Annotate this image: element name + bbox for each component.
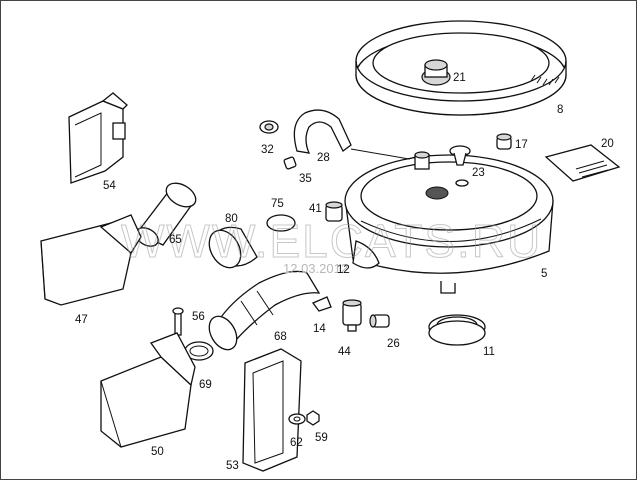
hose-80 <box>208 226 258 269</box>
callout-label: 54 <box>103 180 116 192</box>
callout-label: 69 <box>199 379 212 391</box>
cap-23 <box>449 145 471 187</box>
callout-label: 35 <box>299 173 312 185</box>
breather-hose-28 <box>293 109 416 160</box>
callout-label: 14 <box>313 323 326 335</box>
callout-label: 20 <box>601 138 614 150</box>
callout-label: 47 <box>75 314 88 326</box>
clip-14 <box>311 296 332 312</box>
callout-label: 75 <box>271 198 284 210</box>
gasket-11 <box>428 314 486 346</box>
callout-label: 32 <box>261 144 274 156</box>
washer-62 <box>288 413 306 425</box>
intake-hose-68 <box>208 270 321 351</box>
air-inlet-47 <box>40 214 142 306</box>
callout-label: 23 <box>472 167 485 179</box>
nut-59 <box>306 410 320 426</box>
nut-17 <box>496 133 512 150</box>
watermark-date: 12.03.2012 <box>283 261 348 276</box>
clamp-ring-75 <box>266 214 296 232</box>
intake-duct-65 <box>135 182 197 247</box>
callout-label: 12 <box>337 264 350 276</box>
watermark: WWW.ELCATS.RU <box>121 215 542 267</box>
resonator-50 <box>100 332 196 448</box>
callout-label: 68 <box>274 331 287 343</box>
callout-label: 11 <box>483 346 495 358</box>
bracket-54 <box>68 92 128 184</box>
callout-label: 53 <box>226 460 239 472</box>
callout-label: 80 <box>225 213 238 225</box>
valve-21 <box>421 59 451 86</box>
air-filter-element-8 <box>355 20 567 116</box>
callout-label: 44 <box>338 346 351 358</box>
sensor-41 <box>325 201 343 222</box>
callout-label: 8 <box>557 104 563 116</box>
callout-label: 5 <box>541 268 547 280</box>
clamp-32 <box>259 120 279 134</box>
fitting-26 <box>369 314 390 328</box>
air-filter-housing-5 <box>344 151 554 294</box>
callout-label: 56 <box>192 311 205 323</box>
callout-label: 41 <box>309 203 322 215</box>
duct-shield-53 <box>242 348 302 472</box>
plug-35 <box>283 156 297 170</box>
callout-label: 21 <box>453 72 466 84</box>
valve-44 <box>342 299 362 332</box>
callout-label: 26 <box>387 338 400 350</box>
label-plate-20 <box>544 144 621 182</box>
callout-label: 28 <box>317 152 330 164</box>
callout-label: 65 <box>169 234 182 246</box>
callout-label: 59 <box>315 432 328 444</box>
callout-label: 17 <box>515 139 528 151</box>
callout-label: 62 <box>290 437 303 449</box>
callout-label: 50 <box>151 446 164 458</box>
bolt-56 <box>172 307 184 336</box>
